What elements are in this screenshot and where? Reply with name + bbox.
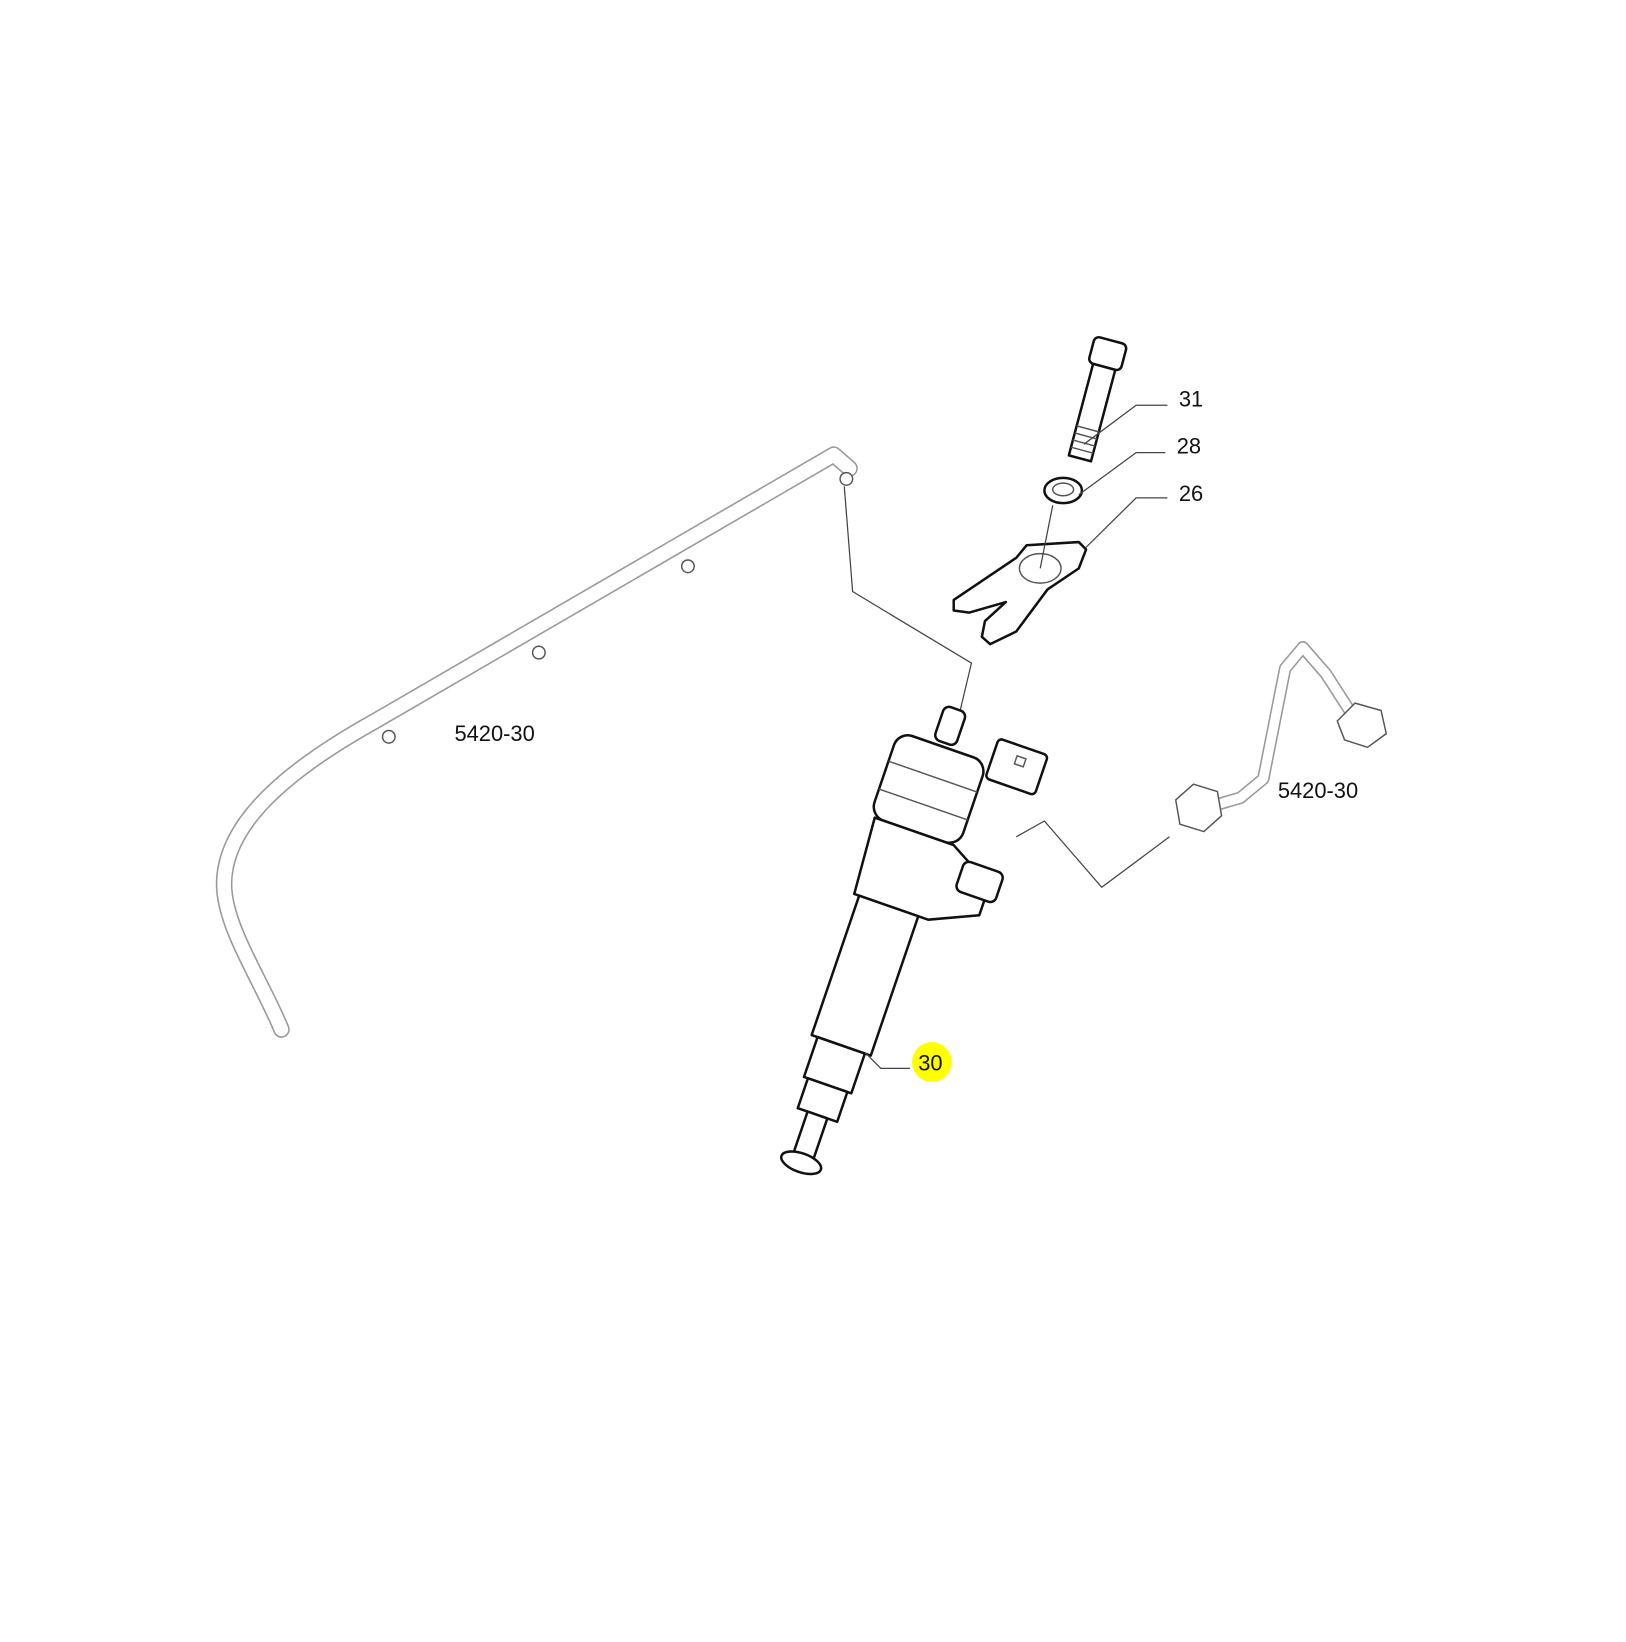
callout-28[interactable]: 28 (1177, 434, 1201, 459)
washer-28[interactable] (1043, 476, 1084, 505)
callout-ref-right[interactable]: 5420-30 (1278, 778, 1358, 803)
fuel-pipe (1174, 641, 1388, 833)
leader-30 (864, 1052, 910, 1069)
highlight-marker (912, 1042, 952, 1083)
callout-ref-left[interactable]: 5420-30 (454, 721, 534, 746)
callout-30[interactable]: 30 (918, 1050, 942, 1075)
bolt-31[interactable] (1064, 335, 1128, 463)
return-hose (215, 446, 858, 1038)
leader-28 (1078, 451, 1166, 496)
callout-31[interactable]: 31 (1179, 386, 1203, 411)
hose-connection-line (843, 486, 973, 716)
injector-30[interactable] (754, 694, 1053, 1206)
callout-26[interactable]: 26 (1179, 481, 1203, 506)
clamp-26[interactable] (952, 505, 1088, 646)
pipe-connection-line (1015, 820, 1170, 889)
leader-26 (1085, 497, 1168, 548)
leader-31 (1083, 404, 1168, 445)
